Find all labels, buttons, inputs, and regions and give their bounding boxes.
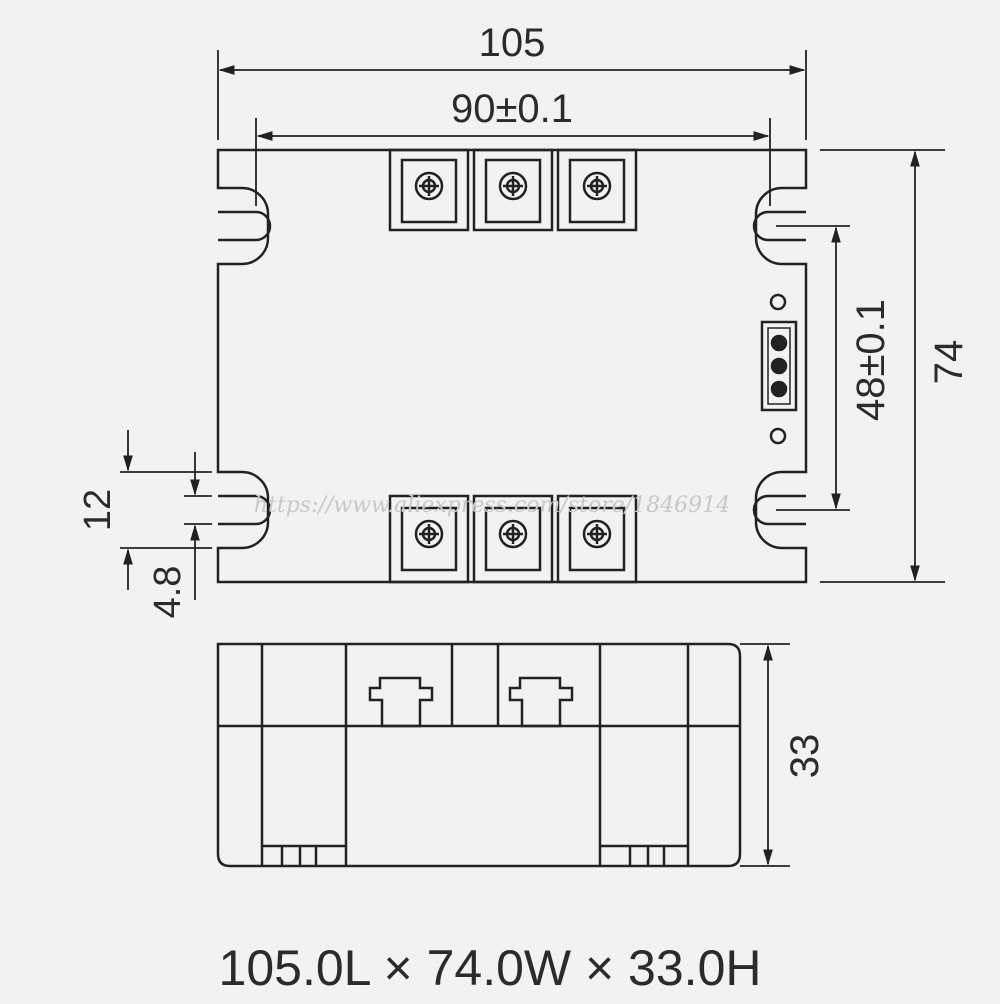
- slot-bottom-right: [752, 494, 806, 526]
- terminals-top: [388, 148, 638, 232]
- dimension-lines: [120, 50, 945, 867]
- slot-bottom-left: [218, 494, 272, 526]
- terminal: [472, 494, 554, 584]
- watermark-text: https://www.aliexpress.com/store/1846914: [254, 493, 730, 518]
- top-view-outline: [216, 148, 808, 584]
- terminal: [472, 148, 554, 232]
- dim-label-33: 33: [783, 734, 827, 779]
- terminal: [556, 494, 638, 584]
- terminal: [388, 494, 470, 584]
- dim-label-90: 90±0.1: [451, 87, 573, 131]
- top-view: [216, 148, 808, 584]
- slot-top-left: [218, 210, 272, 242]
- terminals-bottom: [388, 494, 638, 584]
- dim-label-12: 12: [77, 489, 119, 531]
- terminal: [556, 148, 638, 232]
- side-view: [216, 642, 742, 868]
- side-view-outline: [216, 642, 742, 868]
- control-connector: [760, 293, 798, 445]
- size-summary: 105.0L × 74.0W × 33.0H: [219, 940, 762, 996]
- terminal: [388, 148, 470, 232]
- dim-label-74: 74: [927, 340, 971, 385]
- slot-top-right: [752, 210, 806, 242]
- dim-label-105: 105: [479, 21, 546, 65]
- dim-label-48: 48±0.1: [849, 299, 893, 421]
- dim-label-4-8: 4.8: [147, 566, 189, 619]
